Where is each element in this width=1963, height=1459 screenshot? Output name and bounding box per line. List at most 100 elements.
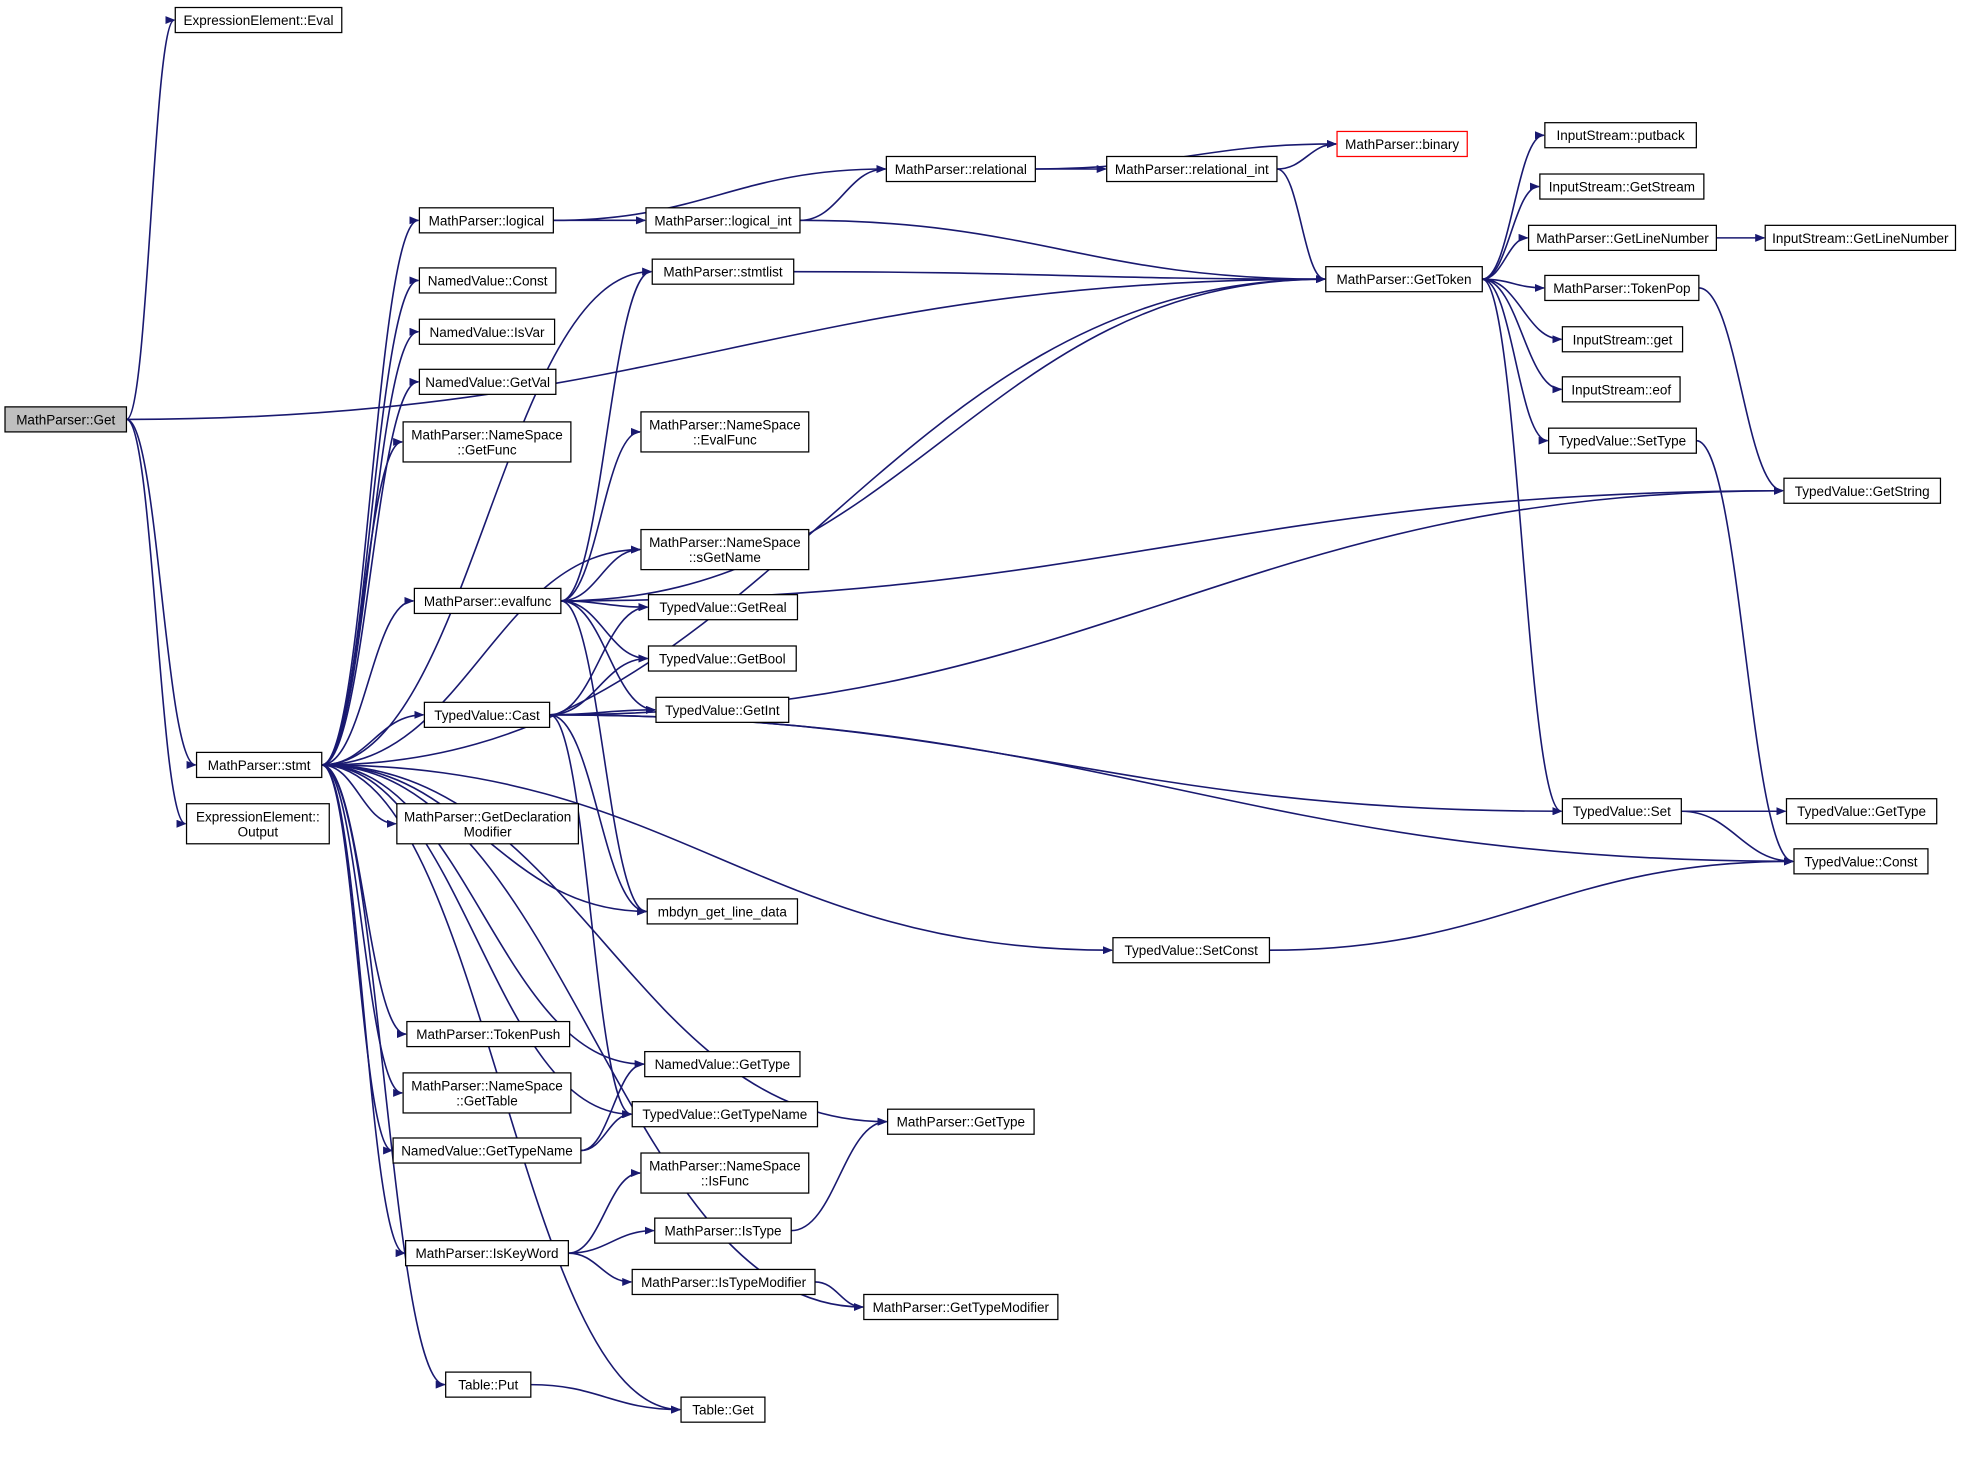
node-tvgettype[interactable]: TypedValue::GetType [1785,798,1938,825]
node-isget[interactable]: InputStream::get [1561,326,1684,353]
node-gettoken[interactable]: MathParser::GetToken [1325,266,1483,293]
node-box [195,751,323,779]
node-binary[interactable]: MathParser::binary [1336,130,1468,158]
node-tvsetconst[interactable]: TypedValue::SetConst [1112,937,1271,964]
edge-tvset-to-tvconst [1681,810,1794,866]
node-label: MathParser::TokenPush [416,1027,560,1042]
edge-tableput-to-tableget [530,1383,682,1414]
node-mpgettype[interactable]: MathParser::GetType [886,1108,1035,1135]
node-box [418,267,557,294]
node-tvcast[interactable]: TypedValue::Cast [423,701,551,728]
node-nvconst[interactable]: NamedValue::Const [418,267,557,294]
node-istypemod[interactable]: MathParser::IsTypeModifier [631,1268,816,1296]
node-label: MathParser::binary [1345,137,1459,152]
node-nsisfunc[interactable]: MathParser::NameSpace::IsFunc [640,1152,810,1194]
node-relint[interactable]: MathParser::relational_int [1106,155,1278,183]
node-tvgettypename[interactable]: TypedValue::GetTypeName [631,1101,819,1128]
node-label: MathParser::GetLineNumber [1536,231,1709,246]
node-nssgetname[interactable]: MathParser::NameSpace::sGetName [640,528,810,571]
node-getlinenum[interactable]: MathParser::GetLineNumber [1527,224,1717,252]
edge-tvsettype-to-tvconst [1696,439,1794,866]
node-box [1544,274,1700,302]
node-tvconst[interactable]: TypedValue::Const [1793,848,1929,875]
node-label: NamedValue::GetVal [425,375,550,390]
node-box [392,1137,582,1164]
edge-relint-to-gettoken [1276,168,1326,284]
edge-tvcast-to-tvgetreal [549,603,649,716]
edge-gettoken-to-isget [1482,278,1563,344]
node-tvsettype[interactable]: TypedValue::SetType [1547,427,1697,454]
edge-get-to-eval [125,16,176,421]
node-nsgettable[interactable]: MathParser::NameSpace::GetTable [402,1072,572,1114]
node-tvgetbool[interactable]: TypedValue::GetBool [647,645,797,672]
edge-gettoken-to-putback [1482,131,1545,280]
node-label: MathParser::IsKeyWord [415,1246,558,1261]
node-label: TypedValue::SetType [1559,434,1686,449]
node-nvgettypename[interactable]: NamedValue::GetTypeName [392,1137,582,1164]
node-tvgetreal[interactable]: TypedValue::GetReal [647,594,799,621]
node-output[interactable]: ExpressionElement::Output [185,803,330,845]
node-label: Output [238,824,279,839]
edge-stmt-to-nvconst [321,276,420,766]
node-getstream[interactable]: InputStream::GetStream [1539,173,1705,200]
node-nvgettype[interactable]: NamedValue::GetType [644,1050,801,1078]
node-logical[interactable]: MathParser::logical [418,207,554,234]
node-istype[interactable]: MathParser::IsType [654,1217,792,1244]
node-logicalint[interactable]: MathParser::logical_int [645,207,801,234]
node-tableput[interactable]: Table::Put [445,1371,532,1398]
node-label: TypedValue::GetReal [659,600,786,615]
node-box [1544,122,1697,149]
node-tokenpush[interactable]: MathParser::TokenPush [406,1020,571,1048]
node-evalfunc[interactable]: MathParser::evalfunc [413,587,562,615]
edge-iskeyword-to-istype [568,1226,655,1254]
node-tableget[interactable]: Table::Get [680,1396,766,1423]
node-box [404,1240,569,1267]
node-box [185,803,330,845]
node-box [396,803,580,845]
node-stmtlist[interactable]: MathParser::stmtlist [651,258,795,285]
node-mbdyn[interactable]: mbdyn_get_line_data [646,898,799,925]
node-box [631,1101,819,1128]
node-gettypemod[interactable]: MathParser::GetTypeModifier [863,1293,1059,1321]
edge-gettoken-to-tvset [1481,278,1563,816]
node-box [644,1050,801,1078]
node-box [651,258,795,285]
edge-stmt-to-stmtlist [321,267,653,766]
node-eval[interactable]: ExpressionElement::Eval [174,6,343,34]
node-label: InputStream::GetLineNumber [1772,231,1949,246]
node-label: MathParser::IsType [664,1224,781,1239]
node-label: mbdyn_get_line_data [658,904,788,919]
edge-stmt-to-tvgettypename [321,764,633,1119]
node-tvgetstring[interactable]: TypedValue::GetString [1783,477,1942,504]
node-nvisvar[interactable]: NamedValue::IsVar [418,318,556,345]
node-stmt[interactable]: MathParser::stmt [195,751,323,779]
node-label: InputStream::GetStream [1549,180,1695,195]
node-box [1764,224,1957,252]
node-iseof[interactable]: InputStream::eof [1561,376,1681,403]
node-tvgetint[interactable]: TypedValue::GetInt [655,696,790,723]
node-isgetlinenum[interactable]: InputStream::GetLineNumber [1764,224,1957,252]
node-iskeyword[interactable]: MathParser::IsKeyWord [404,1240,569,1267]
node-label: NamedValue::IsVar [429,325,545,340]
edge-logicalint-to-gettoken [799,219,1326,284]
edge-iskeyword-to-nsisfunc [568,1169,641,1254]
node-box [1783,477,1942,504]
node-label: TypedValue::GetInt [665,703,780,718]
node-get[interactable]: MathParser::Get [4,406,128,433]
node-tokenpop[interactable]: MathParser::TokenPop [1544,274,1700,302]
node-label: MathParser::logical [429,213,545,228]
node-label: TypedValue::Set [1573,804,1671,819]
node-label: ::IsFunc [701,1174,749,1189]
node-label: MathParser::NameSpace [649,535,801,550]
node-relational[interactable]: MathParser::relational [885,155,1036,183]
node-nvgetval[interactable]: NamedValue::GetVal [418,368,557,395]
edges-layer [125,16,1794,1414]
node-label: MathParser::stmtlist [663,265,783,280]
node-putback[interactable]: InputStream::putback [1544,122,1697,149]
node-nsevalfunc[interactable]: MathParser::NameSpace::EvalFunc [640,411,810,453]
node-tvset[interactable]: TypedValue::Set [1561,798,1682,825]
edge-istype-to-mpgettype [791,1117,888,1232]
node-nsgetfunc[interactable]: MathParser::NameSpace::GetFunc [402,421,572,463]
